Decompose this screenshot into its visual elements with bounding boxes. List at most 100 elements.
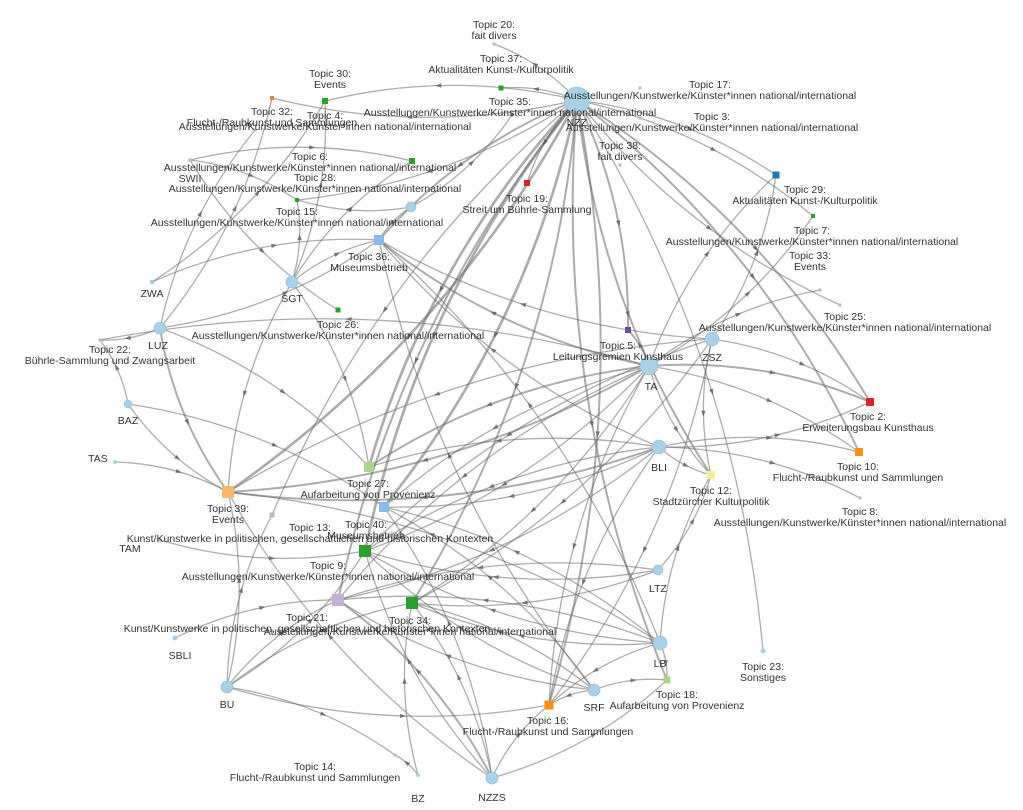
topic-node-T21[interactable] — [332, 594, 344, 606]
topic-number-label: Topic 6: — [292, 151, 328, 163]
edge-arrow-icon — [175, 468, 182, 474]
topic-node-T5[interactable] — [625, 327, 631, 333]
media-node-SGT[interactable] — [285, 275, 299, 289]
media-node-ZSZ[interactable] — [704, 331, 720, 347]
topic-node-T26[interactable] — [335, 307, 341, 313]
edge-arrow-icon — [673, 425, 679, 433]
topic-node-T37[interactable] — [498, 85, 504, 91]
topic-node-T6[interactable] — [409, 158, 415, 164]
topic-node-T32[interactable] — [253, 128, 257, 132]
topic-node-T27[interactable] — [364, 462, 374, 472]
edge-NZZ-T10 — [576, 99, 860, 453]
topic-node-T19[interactable] — [524, 180, 530, 186]
edge-TA-T9 — [364, 365, 650, 552]
topic-node-T3[interactable] — [638, 116, 642, 120]
media-node-SBLI[interactable] — [172, 635, 178, 641]
topic-node-T16[interactable] — [544, 700, 554, 710]
edge-M1-T35 — [410, 114, 513, 208]
media-label: BAZ — [118, 415, 139, 427]
topic-node-T4[interactable] — [322, 98, 328, 104]
edge-arrow-icon — [447, 619, 452, 627]
media-node-TAS[interactable] — [113, 460, 117, 464]
topic-name-label: Ausstellungen/Kunstwerke/Künster*innen n… — [169, 183, 461, 195]
media-node-TA[interactable] — [639, 356, 659, 376]
topic-node-T29[interactable] — [772, 171, 780, 179]
topic-node-T18[interactable] — [663, 676, 671, 684]
topic-node-T10[interactable] — [855, 448, 863, 456]
edge-LTZ-T12 — [657, 474, 712, 571]
edge-BU-T34 — [226, 602, 413, 688]
topic-node-T36[interactable] — [374, 235, 384, 245]
topic-node-T7[interactable] — [811, 214, 815, 218]
edge-BU-T9 — [226, 550, 366, 688]
media-node-BLI[interactable] — [651, 439, 667, 455]
topic-node-T9[interactable] — [359, 545, 371, 557]
topic-node-T30[interactable] — [270, 96, 274, 100]
topic-name-label: Stadtzürcher Kulturpolitik — [653, 496, 770, 508]
edge-LB-T39 — [227, 491, 661, 644]
topic-node-T39[interactable] — [222, 486, 234, 498]
topic-node-T20[interactable] — [492, 42, 496, 46]
topic-node-T23[interactable] — [760, 648, 766, 654]
media-node-BU[interactable] — [220, 680, 234, 694]
edge-arrow-icon — [734, 312, 742, 318]
topic-node-T17[interactable] — [638, 86, 642, 90]
media-node-LUZ[interactable] — [153, 321, 167, 335]
media-node-SRF[interactable] — [587, 683, 601, 697]
topic-number-label: Topic 4: — [307, 110, 343, 122]
topic-node-T35[interactable] — [510, 113, 514, 117]
edge-BLI-T21 — [337, 446, 660, 601]
topic-node-T38[interactable] — [618, 163, 622, 167]
edge-NZZ-T13 — [271, 99, 578, 516]
topic-number-label: Topic 37: — [480, 53, 522, 65]
topic-node-T40[interactable] — [379, 502, 389, 512]
topic-name-label: Flucht-/Raubkunst und Sammlungen — [463, 726, 634, 738]
media-node-NZZ[interactable] — [563, 86, 591, 114]
edge-arrow-icon — [486, 401, 493, 407]
topic-node-T14[interactable] — [393, 753, 397, 757]
edge-arrow-icon — [307, 618, 314, 625]
topic-name-label: Aktualitäten Kunst-/Kulturpolitik — [732, 195, 878, 207]
edge-arrow-icon — [663, 659, 668, 666]
edge-NZZ-T28 — [297, 99, 578, 201]
edge-BAZ-T22 — [99, 339, 129, 405]
topic-number-label: Topic 17: — [689, 79, 731, 91]
topic-node-T22[interactable] — [98, 338, 102, 342]
topic-node-T2[interactable] — [866, 398, 874, 406]
media-node-BZ[interactable] — [416, 773, 420, 777]
media-node-LB[interactable] — [652, 635, 668, 651]
media-label: SRF — [584, 702, 605, 714]
topic-node-T12[interactable] — [707, 471, 715, 479]
edge-ZWA-T4 — [151, 100, 326, 283]
edge-arrow-icon — [389, 219, 396, 226]
media-label: TA — [645, 381, 658, 393]
edge-arrow-icon — [415, 668, 422, 675]
topic-node-T34[interactable] — [406, 597, 418, 609]
media-node-LTZ[interactable] — [652, 564, 664, 576]
topic-node-T13[interactable] — [269, 512, 275, 518]
media-node-NZZS[interactable] — [485, 771, 499, 785]
edge-TAM-T9 — [159, 539, 366, 560]
media-node-ZWA[interactable] — [149, 279, 155, 285]
media-node-BAZ[interactable] — [123, 399, 133, 409]
media-node-TAM[interactable] — [158, 538, 162, 542]
topic-name-label: Aktualitäten Kunst-/Kulturpolitik — [428, 64, 574, 76]
edge-arrow-icon — [769, 460, 776, 465]
edge-NZZ-T25 — [576, 99, 841, 306]
topic-name-label: Museumsbetrieb — [327, 530, 405, 542]
topic-name-label: Flucht-/Raubkunst und Sammlungen — [187, 117, 358, 129]
edge-arrow-icon — [297, 234, 302, 241]
topic-node-T15[interactable] — [295, 198, 299, 202]
media-node-M1[interactable] — [405, 201, 417, 213]
topic-node-T8[interactable] — [858, 496, 862, 500]
edge-TA-T22 — [99, 318, 650, 367]
edge-NZZS-T39 — [227, 491, 493, 779]
edge-NZZ-T4 — [324, 84, 578, 102]
edge-LB-T12 — [659, 474, 712, 644]
topic-node-T33[interactable] — [818, 288, 822, 292]
edge-TA-T36 — [378, 239, 650, 367]
topic-node-T25[interactable] — [838, 303, 842, 307]
edge-ZSZ-T2 — [711, 338, 871, 403]
edge-arrow-icon — [705, 224, 712, 231]
media-node-SWII[interactable] — [188, 158, 192, 162]
